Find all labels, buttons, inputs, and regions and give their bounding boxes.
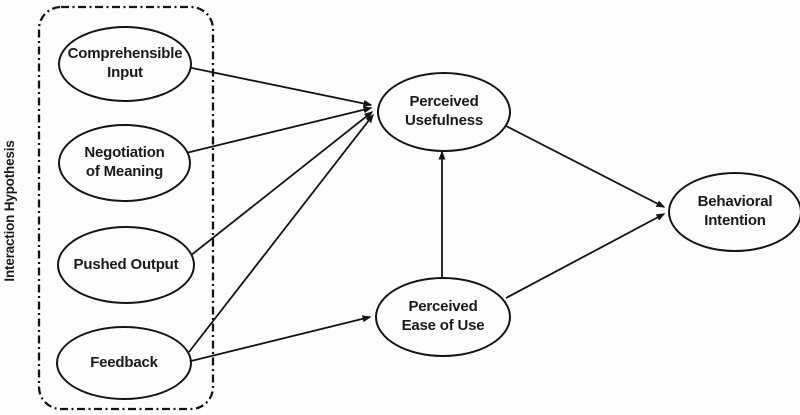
edge-feedback-to-perceived-ease-of-use bbox=[190, 315, 372, 362]
node-label-line: Negotiation bbox=[84, 144, 165, 162]
edge-pushed-output-to-perceived-usefulness bbox=[189, 111, 374, 257]
node-feedback: Feedback bbox=[56, 326, 192, 400]
node-label-line: Pushed Output bbox=[73, 255, 179, 273]
edge-perceived-ease-of-use-to-behavioral-intention bbox=[505, 213, 666, 299]
node-label-line: Comprehensible bbox=[67, 45, 183, 63]
node-label-line: Perceived bbox=[408, 298, 478, 316]
node-behavioral-intention: Behavioral Intention bbox=[668, 172, 800, 252]
node-label-line: of Meaning bbox=[85, 163, 164, 180]
edge-feedback-to-perceived-usefulness bbox=[188, 113, 374, 353]
node-label-line: Ease of Use bbox=[401, 317, 485, 334]
node-pushed-output: Pushed Output bbox=[57, 226, 195, 304]
node-label-line: Perceived bbox=[409, 93, 479, 111]
node-label-line: Feedback bbox=[90, 353, 158, 371]
edge-comprehensible-input-to-perceived-usefulness bbox=[186, 66, 373, 107]
edge-negotiation-of-meaning-to-perceived-usefulness bbox=[185, 106, 373, 154]
node-label-line: Behavioral bbox=[697, 193, 773, 211]
node-perceived-usefulness: Perceived Usefulness bbox=[377, 72, 511, 152]
node-comprehensible-input: Comprehensible Input bbox=[58, 26, 192, 102]
node-negotiation-of-meaning: Negotiation of Meaning bbox=[58, 124, 191, 202]
node-label-line: Input bbox=[107, 64, 143, 81]
interaction-hypothesis-box bbox=[37, 5, 215, 411]
edge-perceived-usefulness-to-behavioral-intention bbox=[505, 125, 666, 208]
node-label-line: Usefulness bbox=[404, 112, 484, 129]
node-perceived-ease-of-use: Perceived Ease of Use bbox=[375, 277, 511, 357]
node-label-line: Intention bbox=[704, 212, 766, 229]
interaction-hypothesis-label: Interaction Hypothesis bbox=[2, 140, 17, 282]
